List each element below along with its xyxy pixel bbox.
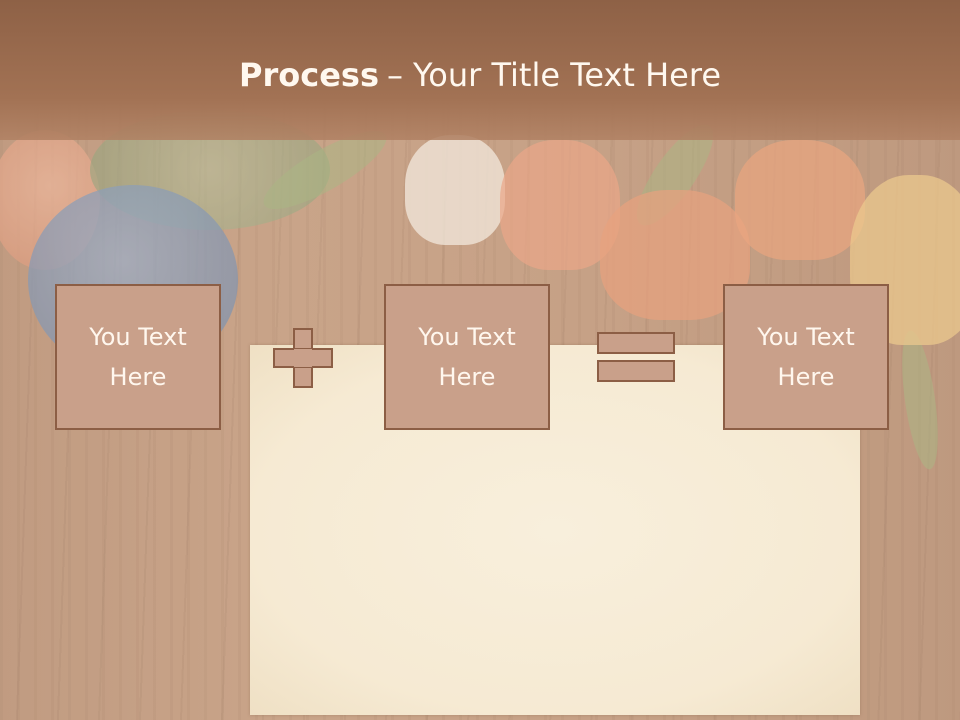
tulip-image: [735, 140, 865, 260]
process-box-3-label: You Text Here: [757, 323, 855, 391]
process-box-3[interactable]: You Text Here: [723, 284, 889, 430]
plus-icon: [273, 328, 335, 390]
slide-title[interactable]: Process–Your Title Text Here: [0, 52, 960, 98]
title-bold-text: Process: [239, 56, 379, 94]
title-bar: [0, 0, 960, 140]
process-box-1-label: You Text Here: [89, 323, 187, 391]
tulip-image: [405, 135, 505, 245]
title-separator: –: [386, 56, 403, 94]
process-box-1[interactable]: You Text Here: [55, 284, 221, 430]
process-box-2[interactable]: You Text Here: [384, 284, 550, 430]
title-text: Your Title Text Here: [412, 56, 721, 94]
process-box-2-label: You Text Here: [418, 323, 516, 391]
